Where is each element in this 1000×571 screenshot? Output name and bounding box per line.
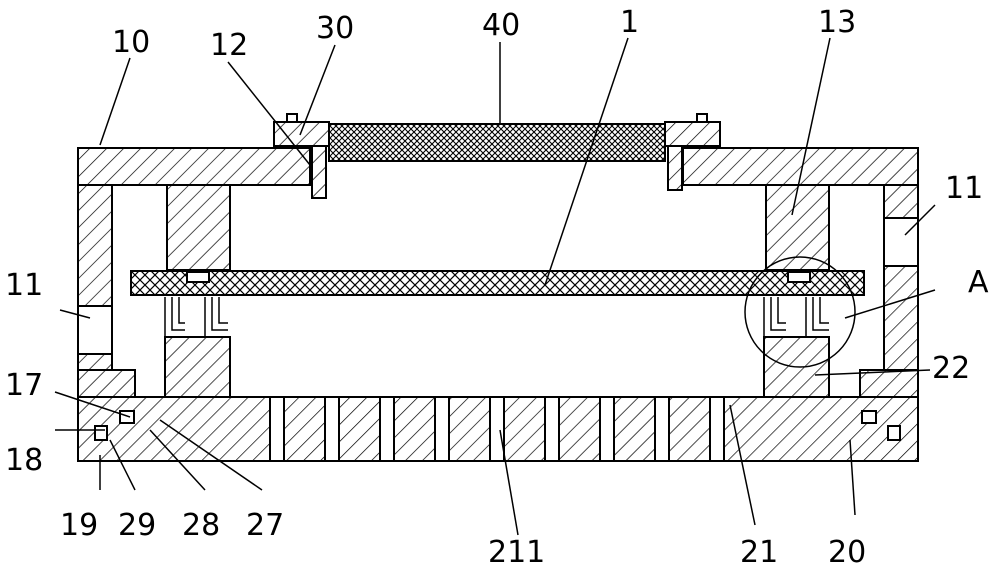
vent-11: [77, 217, 919, 355]
filter-layer-40: [328, 123, 666, 162]
bellows-left: [164, 297, 231, 398]
labels: 10 12 30 40 1 13 11 11 A 22 17 18 19 29 …: [5, 5, 989, 570]
vent-hole: [269, 396, 285, 462]
label-17: 17: [5, 368, 43, 403]
vent-hole: [434, 396, 450, 462]
vent-hole: [599, 396, 615, 462]
label-22: 22: [932, 351, 970, 386]
small-seal: [186, 271, 210, 283]
detail-circle-a: [744, 256, 856, 368]
vent-hole: [324, 396, 340, 462]
bellows-right: [763, 297, 830, 398]
label-a: A: [968, 265, 989, 300]
vent-hole: [489, 396, 505, 462]
post-13: [166, 184, 830, 271]
label-10: 10: [112, 25, 150, 60]
label-12: 12: [210, 28, 248, 63]
vent-holes-211: [269, 396, 725, 462]
label-21: 21: [740, 535, 778, 570]
vent-hole: [544, 396, 560, 462]
label-18: 18: [5, 443, 43, 478]
small-seal: [787, 271, 811, 283]
vent-hole: [654, 396, 670, 462]
label-211: 211: [488, 535, 545, 570]
label-1: 1: [620, 5, 639, 40]
label-29: 29: [118, 508, 156, 543]
label-11-left: 11: [5, 268, 43, 303]
vent-hole: [379, 396, 395, 462]
label-11-right: 11: [945, 171, 983, 206]
base-20: [77, 396, 919, 462]
label-27: 27: [246, 508, 284, 543]
label-13: 13: [818, 5, 856, 40]
vent-hole: [709, 396, 725, 462]
leader-lines: [54, 37, 936, 536]
label-28: 28: [182, 508, 220, 543]
side-block-22: [77, 369, 919, 398]
label-40: 40: [482, 8, 520, 43]
plate-1: [130, 270, 865, 296]
label-19: 19: [60, 508, 98, 543]
label-30: 30: [316, 11, 354, 46]
label-20: 20: [828, 535, 866, 570]
